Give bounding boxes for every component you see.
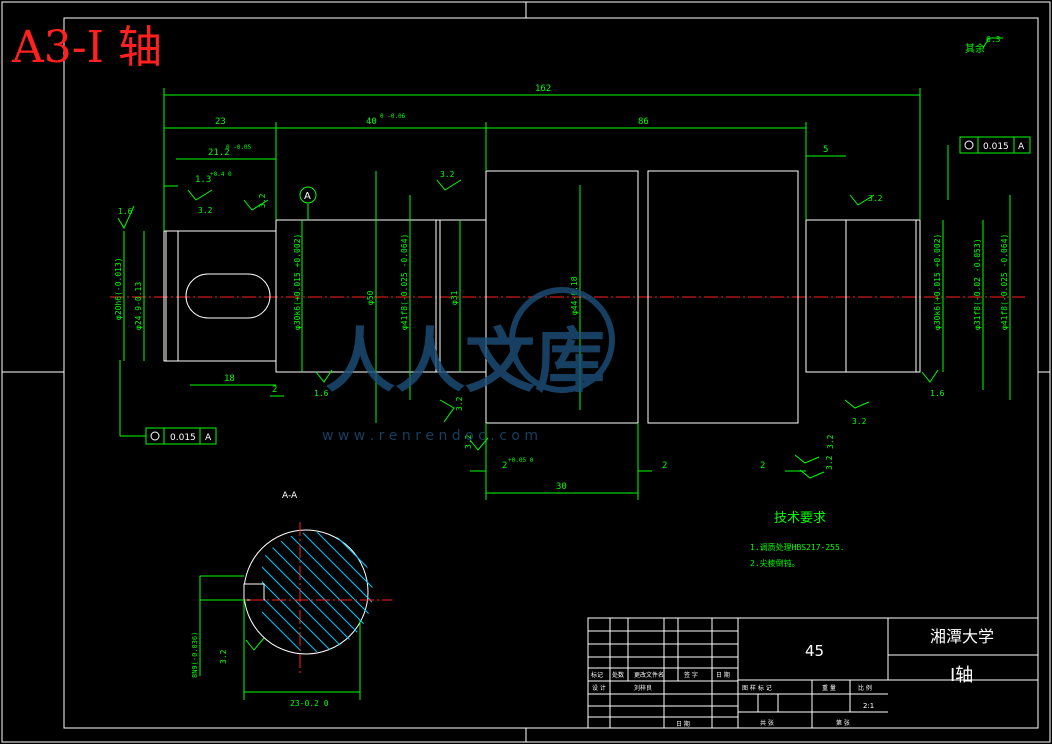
tb-header-3: 签 字: [684, 671, 698, 679]
roughness-note: 其余 6.3: [965, 35, 1003, 55]
rough-11: 3.2: [826, 434, 835, 449]
dim-phi31: φ31: [450, 290, 459, 305]
dim-phi30b: φ30k6(+0.015 +0.002): [933, 234, 942, 330]
rough-2: 3.2: [198, 206, 213, 215]
tolerance-frame-1: 0.015 A: [145, 427, 217, 445]
dimension-texts: 162 23 40 0 -0.06 86 21.2 0 -0.05 1.3 +0…: [114, 84, 1009, 492]
tb-stage-1: 重 量: [822, 684, 836, 692]
watermark: 人人文库 w w w . r e n r e n d o c . c o m: [322, 287, 615, 444]
tolerance-2-datum: A: [1018, 142, 1025, 152]
dim-30: 30: [556, 482, 567, 492]
datum-a-label: A: [304, 191, 311, 202]
rough-3: 3.2: [258, 193, 267, 208]
dim-phi30: φ30k6(+0.015 +0.002): [293, 234, 302, 330]
dim-2b: 2: [662, 461, 667, 471]
watermark-text: 人人文库: [325, 320, 605, 402]
rough-8: 3.2: [852, 417, 867, 426]
dim-2-tol: +0.05 0: [508, 457, 534, 464]
dim-21: 21.2: [208, 148, 230, 158]
dim-40: 40: [366, 117, 377, 127]
dim-13-tol: +0.4 0: [210, 171, 232, 178]
tech-item-1: 1.调质处理HBS217-255.: [750, 542, 845, 552]
tb-sheet-no: 第 张: [836, 719, 850, 727]
dim-18: 18: [224, 374, 235, 384]
roughness-note-label: 其余: [965, 42, 985, 55]
roughness-values: 1.6 3.2 3.2 3.2 1.6 3.2 1.6 3.2 3.2 3.2 …: [118, 170, 945, 664]
rough-13: 3.2: [219, 649, 228, 664]
tb-sheets: 共 张: [760, 719, 774, 727]
dim-2a: 2: [502, 461, 507, 471]
section-key-dim: 8N9(-0.036): [191, 632, 199, 678]
dim-40-tol: 0 -0.06: [380, 113, 406, 120]
dim-phi50: φ50: [366, 290, 375, 305]
tb-header-2: 更改文件名: [634, 671, 664, 679]
rough-5: 1.6: [314, 389, 329, 398]
dim-5: 5: [823, 145, 828, 155]
dim-phi249: φ24.9-0.13: [134, 282, 143, 330]
rough-12: 3.2: [825, 455, 834, 470]
tb-stage-2: 比 例: [858, 684, 872, 692]
tb-designer-name: 刘梓良: [634, 684, 652, 692]
drawing-title: A3-Ⅰ 轴: [11, 22, 162, 73]
dim-13: 1.3: [195, 175, 211, 185]
rough-4: 3.2: [440, 170, 455, 179]
dim-phi41b: φ41f8(-0.025 -0.064): [1000, 234, 1009, 330]
rough-6: 3.2: [868, 194, 883, 203]
rough-1: 1.6: [118, 207, 133, 216]
dim-phi44: φ44-0.18: [570, 276, 579, 315]
part-name: Ⅰ轴: [950, 665, 973, 686]
dim-23: 23: [215, 117, 226, 127]
dim-phi41: φ41f8(-0.025 -0.064): [400, 234, 409, 330]
scale-value: 2:1: [863, 702, 874, 710]
dim-total: 162: [535, 84, 551, 94]
tech-item-2: 2.尖棱倒钝。: [750, 558, 800, 568]
section-view: A-A 8N9(-0.036) 23-0.2 0: [191, 491, 392, 708]
dim-21-tol: 0 -0.05: [226, 144, 252, 151]
dim-phi31b: φ31f8(-0.02 -0.053): [973, 238, 982, 330]
tb-header-4: 日 期: [716, 671, 730, 679]
section-label: A-A: [282, 491, 298, 501]
title-block-texts: 45 湘潭大学 Ⅰ轴 2:1 标记 处数 更改文件名 签 字 日 期 设 计 刘…: [591, 627, 994, 728]
tolerance-1-value: 0.015: [170, 433, 196, 443]
tb-header-1: 处数: [612, 671, 624, 679]
tolerance-1-datum: A: [205, 433, 212, 443]
datum-a-marker: A: [299, 186, 317, 204]
keyway: [185, 273, 271, 319]
section-depth-dim: 23-0.2 0: [290, 699, 329, 708]
tb-header-0: 标记: [591, 671, 603, 679]
dim-2: 2: [272, 385, 277, 395]
dim-phi20: φ20h6(-0.013): [114, 257, 123, 320]
dim-86: 86: [638, 117, 649, 127]
tolerance-frame-2: 0.015 A: [959, 136, 1031, 154]
tb-date: 日 期: [676, 720, 690, 728]
watermark-url: w w w . r e n r e n d o c . c o m: [322, 428, 538, 444]
tolerance-2-value: 0.015: [983, 142, 1009, 152]
shaft-outline: [163, 170, 921, 424]
rough-9: 3.2: [455, 396, 464, 411]
material: 45: [805, 642, 824, 660]
dimension-lines: [117, 88, 1011, 651]
dim-2c: 2: [760, 461, 765, 471]
rough-7: 1.6: [930, 389, 945, 398]
roughness-note-value: 6.3: [986, 35, 1001, 44]
tb-designer-label: 设 计: [592, 684, 606, 692]
school-name: 湘潭大学: [930, 627, 994, 646]
tb-stage-0: 图 样 标 记: [742, 684, 772, 692]
tech-title: 技术要求: [774, 511, 826, 526]
title-block: [587, 617, 1039, 729]
rough-10: 3.2: [464, 434, 473, 449]
tech-requirements: 技术要求 1.调质处理HBS217-255. 2.尖棱倒钝。: [750, 511, 845, 568]
